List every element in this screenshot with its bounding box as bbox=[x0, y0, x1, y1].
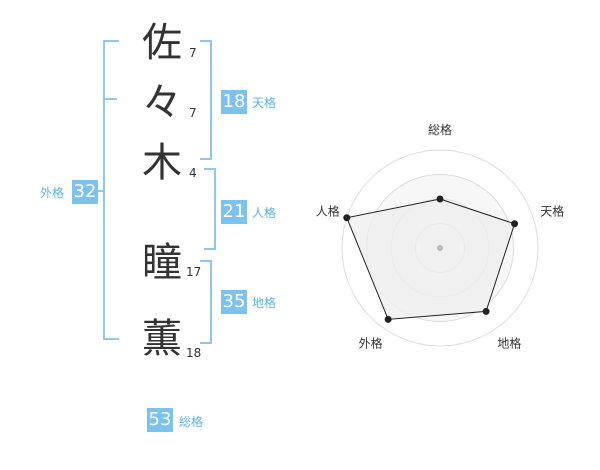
radar-point-1 bbox=[436, 195, 444, 203]
chikaku-bracket bbox=[200, 260, 212, 344]
tenkaku-label: 天格 bbox=[252, 96, 277, 110]
gaikaku-bracket-tick bbox=[103, 98, 117, 100]
name-char-1: 佐 bbox=[142, 20, 182, 66]
radar-center-dot bbox=[437, 245, 443, 251]
radar-point-5 bbox=[343, 214, 351, 222]
jinkaku-label: 人格 bbox=[252, 206, 277, 220]
gaikaku-value: 32 bbox=[72, 180, 98, 204]
name-char-5: 薫 bbox=[142, 316, 182, 362]
gaikaku-label: 外格 bbox=[40, 186, 65, 200]
radar-point-2 bbox=[511, 220, 519, 228]
radar-axis-label-1: 総格 bbox=[428, 122, 452, 137]
tenkaku-value: 18 bbox=[221, 90, 247, 114]
radar-point-4 bbox=[384, 315, 392, 323]
radar-polygon bbox=[346, 198, 516, 320]
tenkaku-bracket bbox=[200, 40, 212, 160]
stroke-count-5: 18 bbox=[186, 346, 202, 360]
name-char-2: 々 bbox=[142, 80, 182, 126]
soukaku-value: 53 bbox=[147, 408, 173, 432]
radar-axis-label-2: 天格 bbox=[540, 204, 564, 219]
radar-axis-label-5: 人格 bbox=[316, 204, 340, 219]
gaikaku-bracket-stem bbox=[95, 190, 105, 192]
soukaku-label: 総格 bbox=[179, 415, 204, 429]
stroke-count-2: 7 bbox=[189, 106, 197, 120]
stroke-count-3: 4 bbox=[189, 166, 197, 180]
name-char-4: 瞳 bbox=[142, 240, 182, 286]
jinkaku-bracket bbox=[204, 168, 216, 250]
name-char-3: 木 bbox=[142, 140, 182, 186]
stroke-count-1: 7 bbox=[189, 46, 197, 60]
radar-axis-label-3: 地格 bbox=[497, 335, 521, 350]
radar-point-3 bbox=[482, 307, 490, 315]
chikaku-value: 35 bbox=[221, 290, 247, 314]
stroke-count-4: 17 bbox=[186, 265, 202, 279]
chikaku-label: 地格 bbox=[252, 296, 277, 310]
radar-axis-label-4: 外格 bbox=[359, 335, 383, 350]
jinkaku-value: 21 bbox=[221, 200, 247, 224]
